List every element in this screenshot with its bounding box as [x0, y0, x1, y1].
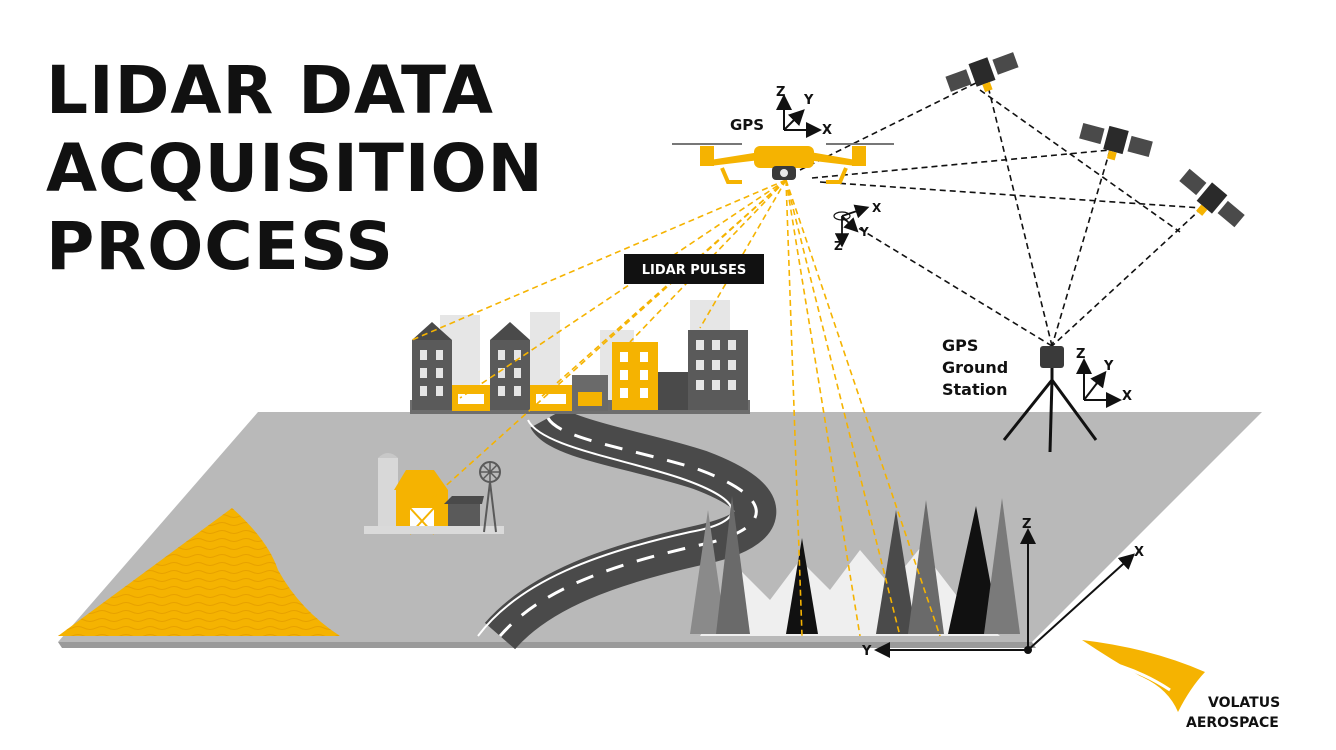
volatus-logo: VOLATUS AEROSPACE — [1082, 640, 1280, 731]
shops — [452, 375, 608, 411]
station-axis-z: Z — [1076, 347, 1085, 362]
ground-axis-y: Y — [861, 644, 872, 659]
ground-axis-x: X — [1134, 545, 1144, 560]
drone-axis-z: Z — [776, 85, 785, 100]
title-line-1: LIDAR DATA — [46, 52, 494, 129]
building-right — [658, 330, 748, 410]
drone-axis-y: Y — [803, 93, 814, 108]
imu-axis-x: X — [872, 201, 882, 215]
road-markings — [498, 417, 758, 637]
title-line-3: PROCESS — [46, 208, 394, 285]
lidar-pulses-badge — [624, 254, 764, 284]
ground-station-axes — [1076, 358, 1122, 408]
ground-station-label-3: Station — [942, 380, 1007, 399]
farm — [364, 453, 504, 535]
city — [410, 322, 750, 414]
building-left-2 — [490, 322, 530, 410]
ground-station-icon — [1002, 346, 1098, 453]
building-left — [412, 322, 452, 410]
ground-station-label-2: Ground — [942, 358, 1008, 377]
gps-label: GPS — [730, 116, 764, 134]
ground-plane-edge — [58, 642, 1036, 648]
windmill-icon — [479, 461, 501, 533]
drone-icon — [672, 143, 894, 184]
drone-axis-x: X — [822, 123, 832, 138]
imu-axis-y: Y — [859, 225, 869, 239]
station-axis-y: Y — [1103, 359, 1114, 374]
barn-roof — [394, 470, 448, 490]
ground-axes — [874, 528, 1135, 658]
station-axis-x: X — [1122, 389, 1132, 404]
lidar-pulses-label: LIDAR PULSES — [642, 263, 746, 278]
building-yellow — [612, 342, 658, 410]
satellite-icon-3 — [1179, 168, 1245, 228]
imu-axis-z: Z — [834, 239, 843, 253]
satellite-links — [799, 77, 1203, 347]
logo-line-1: VOLATUS — [1208, 695, 1280, 711]
imu-axes — [833, 204, 870, 248]
page-title: LIDAR DATA ACQUISITION PROCESS — [46, 52, 544, 286]
drone-gps-axes — [776, 94, 822, 138]
logo-line-2: AEROSPACE — [1186, 715, 1279, 731]
satellite-icon-2 — [1079, 122, 1153, 161]
ground-axis-z: Z — [1022, 517, 1031, 532]
forest — [690, 496, 1020, 634]
title-line-2: ACQUISITION — [46, 130, 544, 207]
ground-station-label-1: GPS — [942, 336, 978, 355]
satellite-icon-1 — [945, 52, 1019, 93]
